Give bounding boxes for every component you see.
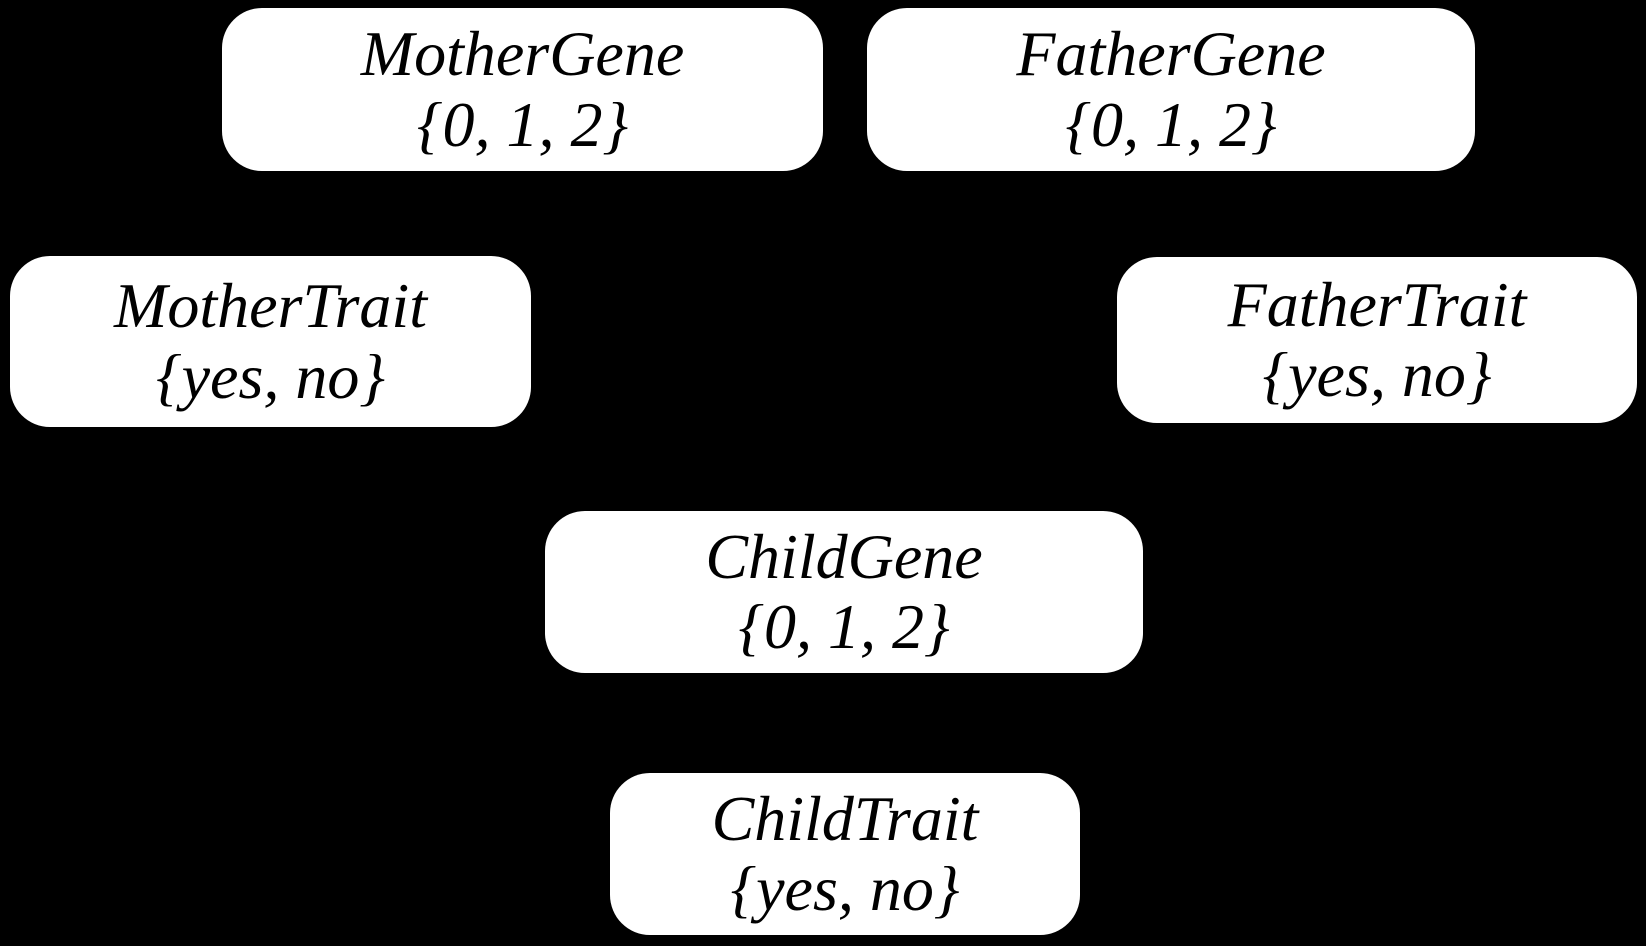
node-father-gene-label: FatherGene	[1016, 18, 1326, 90]
node-mother-gene: MotherGene {0, 1, 2}	[222, 8, 823, 171]
node-child-gene-domain: {0, 1, 2}	[738, 591, 950, 662]
node-mother-trait-label: MotherTrait	[114, 270, 427, 342]
node-child-trait: ChildTrait {yes, no}	[610, 773, 1080, 935]
node-mother-trait: MotherTrait {yes, no}	[10, 256, 531, 427]
node-father-gene-domain: {0, 1, 2}	[1065, 88, 1277, 160]
node-father-gene: FatherGene {0, 1, 2}	[867, 8, 1475, 171]
node-child-trait-domain: {yes, no}	[730, 853, 960, 924]
node-mother-gene-domain: {0, 1, 2}	[416, 88, 629, 160]
node-father-trait: FatherTrait {yes, no}	[1117, 257, 1637, 423]
node-father-trait-domain: {yes, no}	[1262, 339, 1492, 410]
node-child-gene-label: ChildGene	[705, 520, 983, 592]
node-mother-gene-label: MotherGene	[360, 18, 685, 90]
node-father-trait-label: FatherTrait	[1227, 268, 1527, 340]
node-child-gene: ChildGene {0, 1, 2}	[545, 511, 1143, 673]
node-child-trait-label: ChildTrait	[711, 782, 979, 854]
node-mother-trait-domain: {yes, no}	[156, 340, 385, 412]
